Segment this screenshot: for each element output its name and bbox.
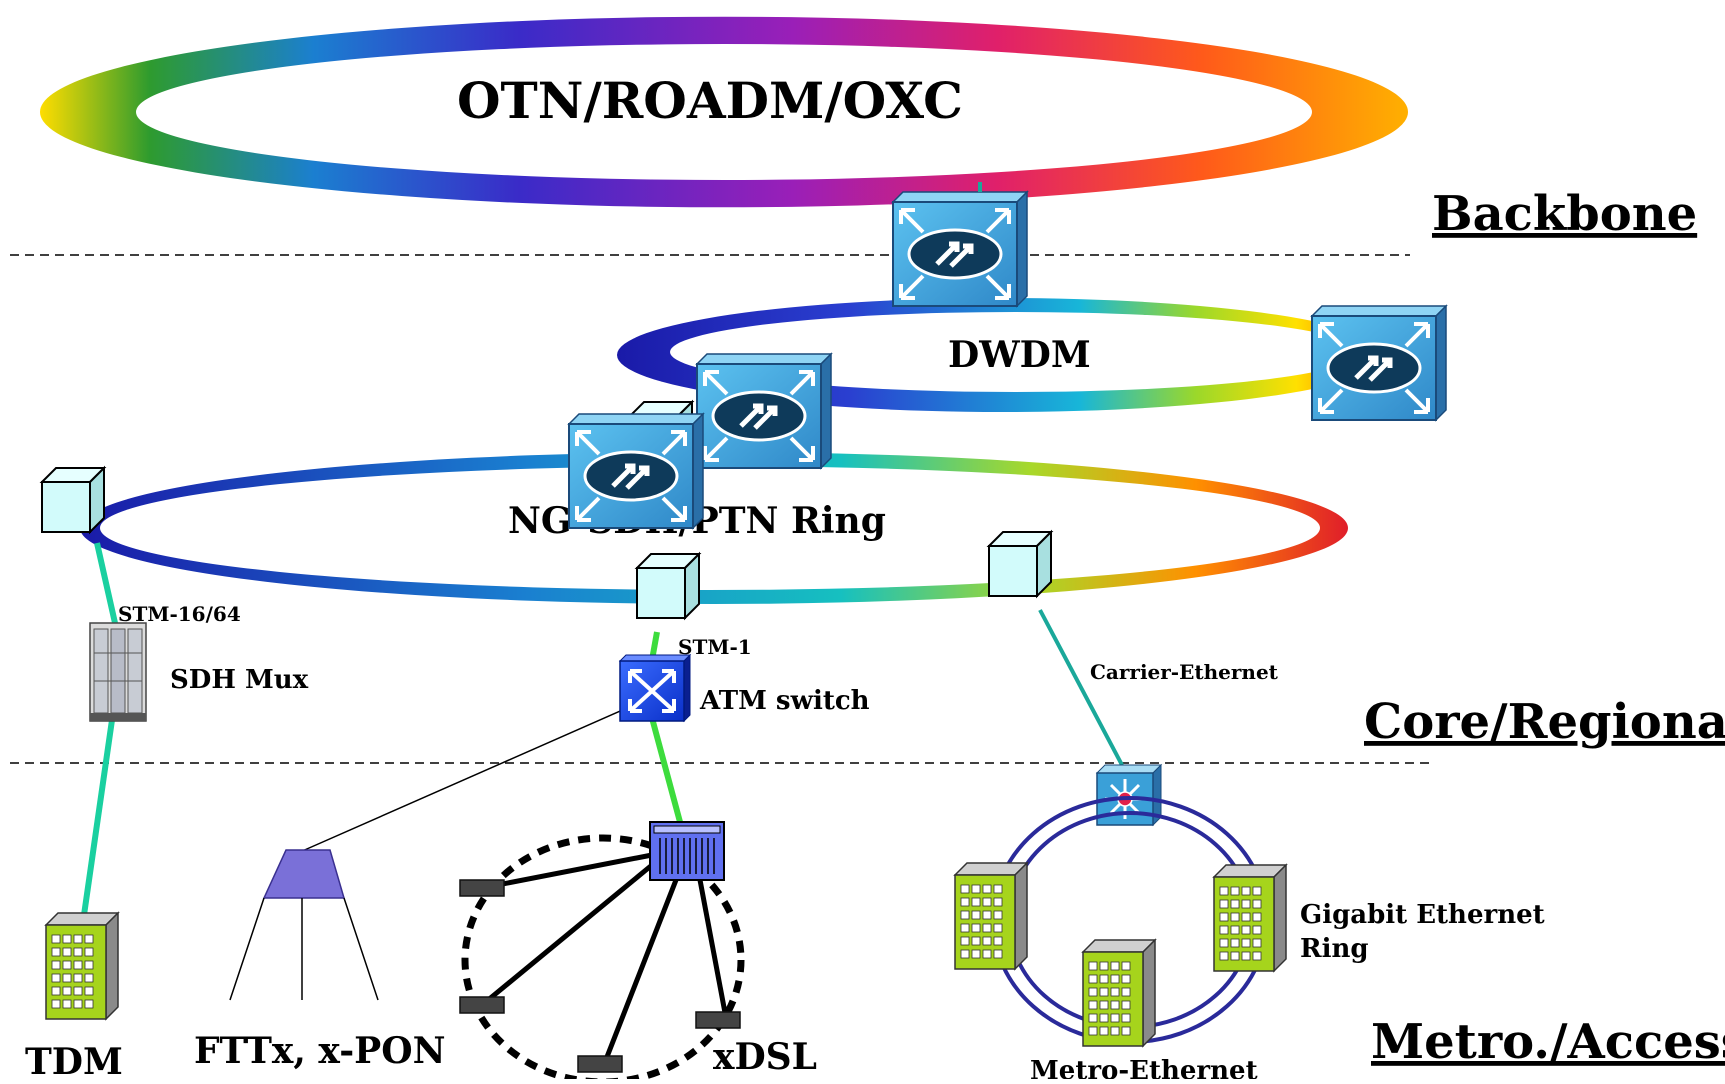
- dsl-modems: [459, 879, 741, 1073]
- gige-ring-label-line1: Gigabit Ethernet: [1300, 900, 1545, 930]
- stm16-link: [94, 542, 118, 624]
- adm-node-right: [988, 531, 1052, 597]
- roadm-router-left: [697, 354, 831, 468]
- pon-splitter: [229, 849, 379, 1001]
- metro-building-right: [1213, 864, 1287, 972]
- otn-ring-label: OTN/ROADM/OXC: [457, 71, 963, 130]
- tdm-label: TDM: [25, 1041, 123, 1079]
- stm1-label: STM-1: [678, 635, 752, 659]
- xdsl-label: xDSL: [713, 1036, 817, 1078]
- fttx-label: FTTx, x-PON: [194, 1030, 446, 1072]
- adm-node-left: [41, 467, 105, 533]
- dslam-lines: [480, 852, 729, 1063]
- tier-label-core: Core/Regional: [1364, 694, 1725, 750]
- roadm-router-right: [1312, 306, 1446, 420]
- adm-node-center: [636, 553, 700, 619]
- atm-switch-device: [618, 653, 692, 723]
- atm-dslam-link: [649, 717, 683, 823]
- stm16-label: STM-16/64: [118, 602, 241, 626]
- sdh-mux-device: [89, 622, 147, 722]
- metro-building-bottom: [1082, 939, 1156, 1047]
- tier-label-backbone: Backbone: [1432, 186, 1697, 242]
- gige-ring-label-line2: Ring: [1300, 934, 1369, 964]
- carrier-ethernet-label: Carrier-Ethernet: [1090, 660, 1279, 684]
- dslam-device: [649, 821, 725, 881]
- atm-pon-link: [299, 689, 669, 853]
- ptn-router: [569, 414, 703, 528]
- tdm-building: [45, 912, 119, 1020]
- oxc-router-top: [893, 192, 1027, 306]
- tier-label-metro: Metro./Access: [1371, 1014, 1725, 1070]
- metro-ethernet-label: Metro-Ethernet: [1030, 1056, 1258, 1079]
- sdh-tdm-link: [81, 719, 115, 916]
- dwdm-ring-label: DWDM: [948, 334, 1091, 376]
- metro-building-left: [954, 862, 1028, 970]
- carrier-ethernet-link: [1038, 609, 1124, 766]
- atm-switch-label: ATM switch: [699, 686, 870, 716]
- sdh-mux-label: SDH Mux: [170, 665, 309, 695]
- xdsl-area-circle: [461, 834, 745, 1084]
